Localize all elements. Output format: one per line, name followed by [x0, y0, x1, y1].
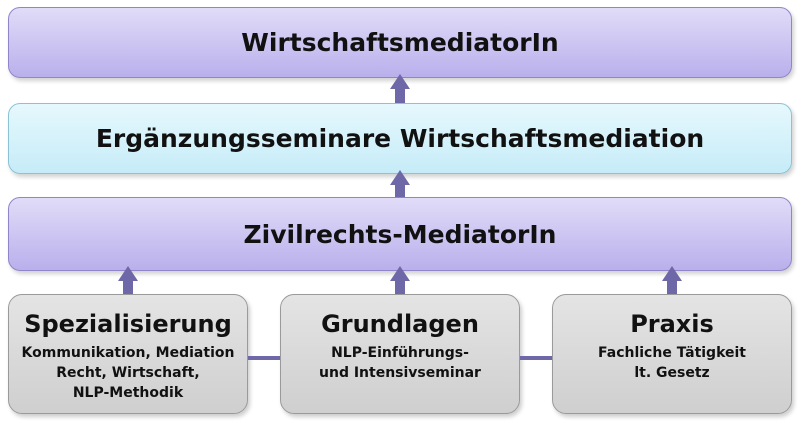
band-ergaenzungsseminare: Ergänzungsseminare Wirtschaftsmediation	[8, 103, 792, 174]
box-line: und Intensivseminar	[319, 365, 481, 381]
connector-line	[520, 356, 552, 360]
box-line: Kommunikation, Mediation	[21, 345, 235, 361]
arrow-up-icon	[390, 74, 410, 103]
box-praxis: Praxis Fachliche Tätigkeit lt. Gesetz	[552, 294, 792, 414]
box-description: NLP-Einführungs- und Intensivseminar	[319, 343, 481, 383]
box-description: Kommunikation, Mediation Recht, Wirtscha…	[22, 343, 235, 403]
box-spezialisierung: Spezialisierung Kommunikation, Mediation…	[8, 294, 248, 414]
band-label: WirtschaftsmediatorIn	[241, 28, 559, 57]
box-line: Fachliche Tätigkeit	[598, 345, 746, 361]
box-line: NLP-Methodik	[72, 385, 184, 401]
box-line: NLP-Einführungs-	[331, 345, 469, 361]
box-title: Spezialisierung	[24, 310, 232, 338]
box-line: Recht, Wirtschaft,	[56, 365, 200, 381]
band-label: Zivilrechts-MediatorIn	[243, 219, 557, 249]
box-title: Praxis	[630, 310, 714, 338]
box-description: Fachliche Tätigkeit lt. Gesetz	[598, 343, 746, 383]
box-line: lt. Gesetz	[634, 365, 710, 381]
band-label: Ergänzungsseminare Wirtschaftsmediation	[95, 124, 705, 153]
box-grundlagen: Grundlagen NLP-Einführungs- und Intensiv…	[280, 294, 520, 414]
band-wirtschaftsmediatorin: WirtschaftsmediatorIn	[8, 7, 792, 78]
connector-line	[248, 356, 280, 360]
box-title: Grundlagen	[321, 310, 479, 338]
band-zivilrechts-mediatorin: Zivilrechts-MediatorIn	[8, 197, 792, 271]
arrow-up-icon	[390, 170, 410, 197]
